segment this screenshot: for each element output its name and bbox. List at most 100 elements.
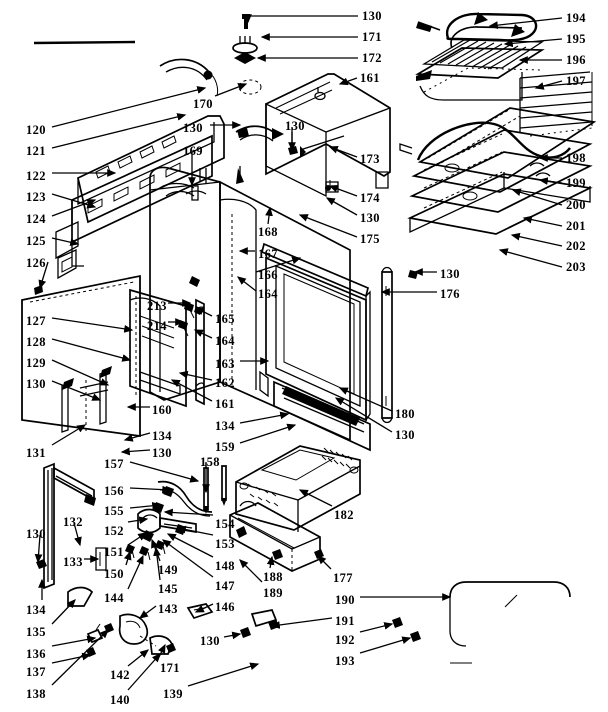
callout-number: 153 [215, 537, 235, 551]
callout-leader [359, 622, 394, 633]
callout-number: 164 [258, 287, 278, 301]
callout-number: 158 [200, 455, 220, 469]
callout-number: 214 [147, 319, 167, 333]
callout-number: 131 [26, 446, 46, 460]
callout-number: 137 [26, 665, 46, 679]
callout-leader [127, 653, 161, 691]
callout-leader [163, 508, 214, 517]
callout-number: 198 [566, 151, 586, 165]
callout-number: 138 [26, 687, 46, 701]
callout-leader [325, 197, 358, 216]
callout-leader [170, 379, 213, 402]
callout-leader [223, 631, 242, 640]
callout-number: 155 [104, 504, 124, 518]
callout-leader [51, 338, 132, 362]
callout-leader [127, 516, 149, 525]
callout-leader [51, 86, 207, 128]
callout-number: 134 [152, 429, 172, 443]
callout-leader [317, 555, 332, 570]
callout-leader [178, 370, 213, 381]
callout-leader [265, 206, 273, 225]
callout-number: 143 [158, 602, 178, 616]
callout-leader [51, 193, 97, 209]
callout-leader [157, 643, 166, 660]
callout-number: 149 [158, 563, 178, 577]
callout-leader [123, 550, 132, 566]
callout-leader [193, 329, 213, 339]
callout-number: 134 [215, 419, 235, 433]
callout-leader [129, 485, 172, 494]
callout-leader [51, 199, 97, 217]
callout-number: 132 [63, 515, 83, 529]
callout-number: 130 [395, 428, 415, 442]
callout-labels: 1301711721611701941951961971981992002012… [26, 9, 586, 707]
callout-number: 129 [26, 356, 46, 370]
callout-number: 136 [26, 647, 46, 661]
callout-number: 192 [335, 633, 355, 647]
callout-number: 130 [362, 9, 382, 23]
callout-number: 164 [215, 334, 235, 348]
callout-leader [187, 662, 260, 687]
callout-leader [338, 387, 393, 412]
callout-number: 161 [360, 71, 380, 85]
callout-leader [73, 522, 82, 547]
callout-leader [194, 603, 214, 613]
callout-number: 171 [160, 661, 180, 675]
callout-number: 128 [26, 335, 46, 349]
callout-leader [51, 359, 110, 386]
callout-leader [255, 256, 302, 273]
door-glass-stack [399, 107, 597, 235]
callout-number: 160 [152, 403, 172, 417]
callout-number: 152 [104, 524, 124, 538]
callout-number: 148 [215, 559, 235, 573]
callout-leader [51, 652, 92, 664]
callout-leader [151, 538, 161, 562]
callout-number: 188 [263, 570, 283, 584]
callout-leader [270, 617, 333, 629]
callout-leader [266, 555, 275, 569]
callout-number: 174 [360, 191, 380, 205]
callout-number: 177 [333, 571, 353, 585]
title-rule [33, 40, 136, 45]
callout-number: 133 [63, 555, 83, 569]
callout-leader [298, 214, 358, 238]
callout-number: 139 [163, 687, 183, 701]
callout-leader [239, 411, 290, 424]
callout-number: 176 [440, 287, 460, 301]
callout-leader [161, 539, 214, 578]
callout-number: 165 [215, 312, 235, 326]
callout-leader [510, 232, 563, 247]
burner-grate-195 [415, 39, 545, 101]
callout-leader [127, 649, 150, 667]
callout-number: 168 [258, 225, 278, 239]
callout-leader [522, 215, 563, 227]
callout-number: 172 [362, 51, 382, 65]
callout-leader [511, 188, 563, 206]
callout-leader [123, 432, 151, 442]
callout-leader [214, 83, 248, 97]
callout-number: 123 [26, 190, 46, 204]
callout-number: 200 [566, 198, 586, 212]
callout-leader [51, 629, 109, 686]
callout-number: 156 [104, 484, 124, 498]
callout-number: 182 [334, 508, 354, 522]
callout-number: 142 [110, 668, 130, 682]
callout-leader [129, 501, 162, 510]
callout-number: 130 [440, 267, 460, 281]
callout-number: 130 [152, 446, 172, 460]
callout-number: 135 [26, 625, 46, 639]
callout-number: 202 [566, 239, 586, 253]
callout-number: 127 [26, 314, 46, 328]
callout-number: 173 [360, 152, 380, 166]
callout-leader [51, 599, 76, 625]
callout-leader [127, 554, 144, 590]
callout-number: 130 [285, 119, 305, 133]
callout-number: 189 [263, 586, 283, 600]
callout-number: 194 [566, 11, 586, 25]
callout-leader [51, 635, 97, 647]
callout-leader [129, 461, 200, 483]
callout-leader [338, 77, 358, 86]
callout-number: 193 [335, 654, 355, 668]
callout-leader [244, 14, 358, 24]
callout-leader [51, 237, 80, 247]
